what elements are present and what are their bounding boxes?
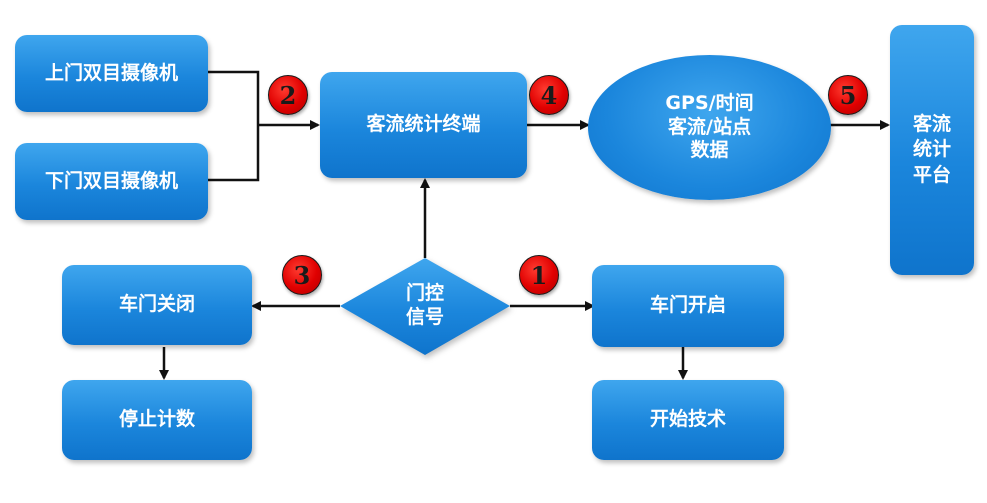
data-ellipse-node: GPS/时间 客流/站点 数据 (588, 55, 831, 200)
upper-camera-node: 上门双目摄像机 (15, 35, 208, 112)
step-badge-3: 3 (282, 255, 322, 295)
start-tech-label: 开始技术 (649, 408, 726, 431)
lower-camera-node: 下门双目摄像机 (15, 143, 208, 220)
data-ellipse-label: GPS/时间 客流/站点 数据 (665, 91, 754, 162)
door-open-node: 车门开启 (592, 265, 784, 347)
step-badge-2: 2 (268, 75, 308, 115)
lower-camera-connector (208, 125, 260, 182)
door-signal-diamond-shape (340, 258, 510, 355)
door-open-label: 车门开启 (649, 294, 726, 317)
door-close-node: 车门关闭 (62, 265, 252, 345)
terminal-label: 客流统计终端 (366, 113, 481, 136)
upper-camera-connector (208, 70, 260, 125)
stop-count-node: 停止计数 (62, 380, 252, 460)
terminal-node: 客流统计终端 (320, 72, 527, 178)
door-signal-node: 门控 信号 (360, 268, 490, 344)
door-close-label: 车门关闭 (118, 293, 195, 316)
step-badge-5: 5 (828, 75, 868, 115)
door-signal-label: 门控 信号 (405, 282, 444, 328)
step-badge-1: 1 (519, 255, 559, 295)
platform-label: 客流 统计 平台 (912, 112, 951, 186)
start-tech-node: 开始技术 (592, 380, 784, 460)
upper-camera-label: 上门双目摄像机 (44, 61, 178, 84)
step-badge-4: 4 (529, 75, 569, 115)
platform-node: 客流 统计 平台 (890, 25, 974, 275)
lower-camera-label: 下门双目摄像机 (44, 169, 178, 192)
stop-count-label: 停止计数 (118, 408, 195, 431)
